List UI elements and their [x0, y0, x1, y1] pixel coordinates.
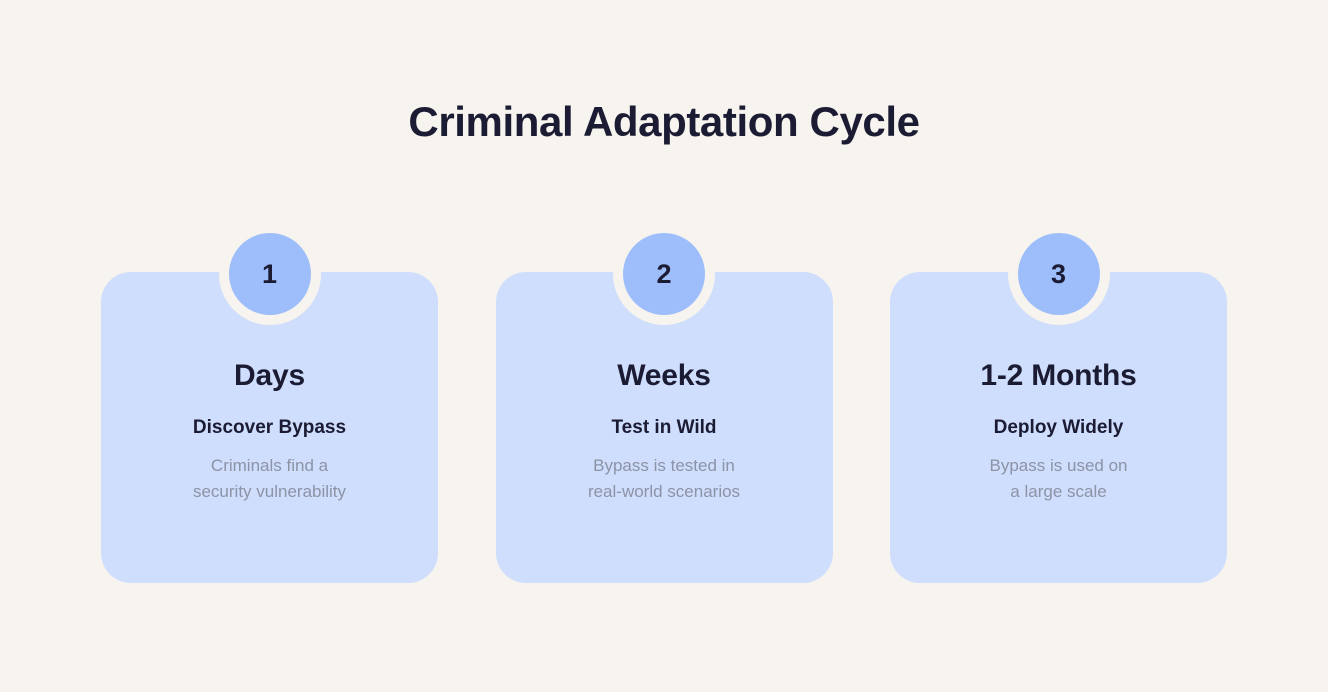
step-timeframe-2: Weeks	[617, 359, 711, 392]
step-description-3: Bypass is used on a large scale	[989, 456, 1128, 501]
step-number-badge-2: 2	[623, 233, 705, 315]
step-heading-3: Deploy Widely	[993, 417, 1124, 438]
page-title: Criminal Adaptation Cycle	[408, 98, 920, 145]
step-card-1: 1 Days Discover Bypass Criminals find a …	[101, 223, 438, 583]
step-heading-2: Test in Wild	[611, 417, 717, 438]
step-number-badge-1: 1	[228, 233, 311, 315]
steps-row: 1 Days Discover Bypass Criminals find a …	[101, 223, 1227, 583]
step-heading-1: Discover Bypass	[192, 417, 347, 438]
step-timeframe-3: 1-2 Months	[980, 359, 1137, 392]
step-description-1: Criminals find a security vulnerability	[192, 456, 347, 501]
step-timeframe-1: Days	[234, 359, 305, 392]
step-card-3: 3 1-2 Months Deploy Widely Bypass is use…	[890, 223, 1227, 583]
step-number-badge-3: 3	[1017, 233, 1100, 315]
step-description-2: Bypass is tested in real-world scenarios	[587, 456, 741, 501]
step-card-2: 2 Weeks Test in Wild Bypass is tested in…	[495, 223, 833, 583]
